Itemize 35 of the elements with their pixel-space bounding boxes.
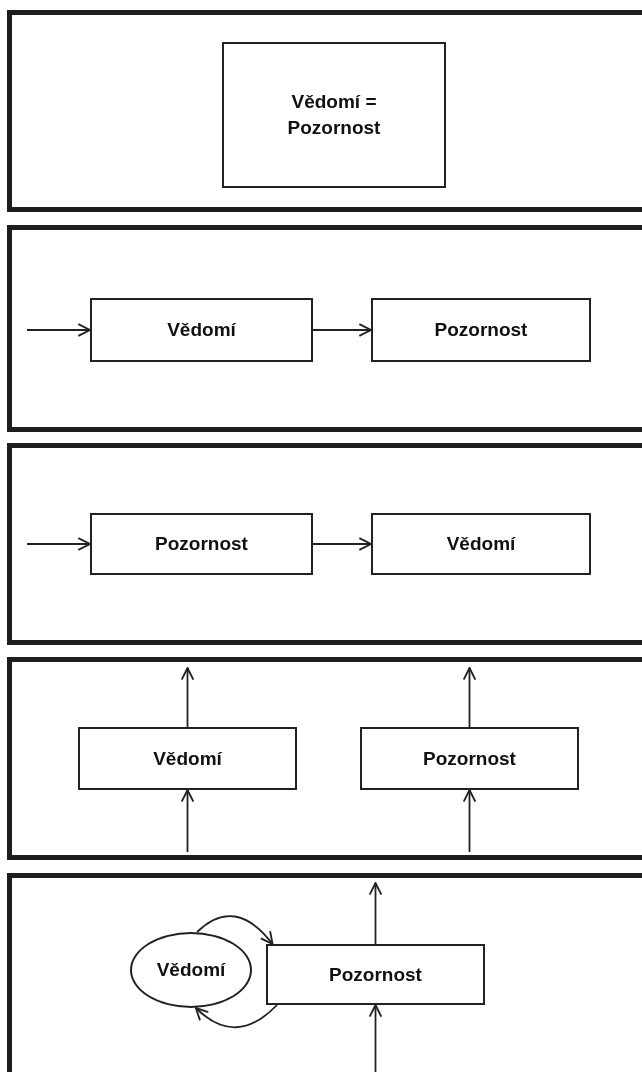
- ellipse-node: [130, 932, 252, 1008]
- node-label: Vědomí = Pozornost: [287, 90, 381, 140]
- arrow: [368, 882, 383, 945]
- node-label: Vědomí: [167, 318, 236, 343]
- process-box: [78, 727, 297, 790]
- process-box: [222, 42, 446, 188]
- node-label: Pozornost: [329, 962, 422, 987]
- arrow: [368, 1004, 383, 1072]
- node-label: Pozornost: [155, 532, 248, 557]
- node-label: Pozornost: [423, 746, 516, 771]
- node-label: Vědomí: [446, 532, 516, 557]
- arrow: [180, 667, 195, 728]
- process-box: [266, 944, 485, 1005]
- node-label: Pozornost: [434, 318, 528, 343]
- arrow: [462, 789, 477, 853]
- process-box: [371, 298, 591, 362]
- arrow: [194, 1004, 278, 1029]
- process-box: [371, 513, 591, 575]
- panel-frame: [7, 10, 642, 212]
- panel-frame: [7, 225, 642, 432]
- node-label: Vědomí: [156, 958, 226, 983]
- arrow: [196, 915, 274, 945]
- arrow: [180, 789, 195, 853]
- arrow: [312, 323, 372, 337]
- process-box: [90, 298, 313, 362]
- panel-frame: [7, 873, 642, 1072]
- arrow: [26, 323, 91, 337]
- arrow: [26, 537, 91, 551]
- node-label: Vědomí: [153, 746, 222, 771]
- process-box: [360, 727, 579, 790]
- process-box: [90, 513, 313, 575]
- arrow: [312, 537, 372, 551]
- arrow: [462, 667, 477, 728]
- panel-frame: [7, 657, 642, 860]
- panel-frame: [7, 443, 642, 645]
